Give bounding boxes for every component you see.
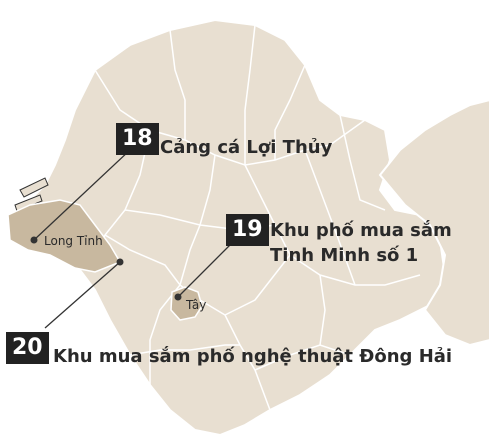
district-label-long-tinh: Long Tỉnh <box>44 234 103 248</box>
place-name-20: Khu mua sắm phố nghệ thuật Đông Hải <box>53 346 453 367</box>
marker-dot-18 <box>30 236 38 244</box>
place-name-19-line2: Tinh Minh số 1 <box>270 245 419 266</box>
place-number-badge-19: 19 <box>226 214 269 246</box>
marker-dot-19 <box>174 293 182 301</box>
place-name-18: Cảng cá Lợi Thủy <box>160 137 333 158</box>
place-number-badge-20: 20 <box>6 332 49 364</box>
district-label-tay: Tây <box>186 298 207 312</box>
leader-line-20 <box>44 261 121 329</box>
marker-dot-20 <box>116 258 124 266</box>
leader-line-19 <box>177 237 238 298</box>
place-name-19-line1: Khu phố mua sắm <box>270 220 452 241</box>
harbor-piers <box>14 177 49 212</box>
landmass-east <box>378 98 490 347</box>
place-number-badge-18: 18 <box>116 123 159 155</box>
leader-line-18 <box>33 149 131 241</box>
